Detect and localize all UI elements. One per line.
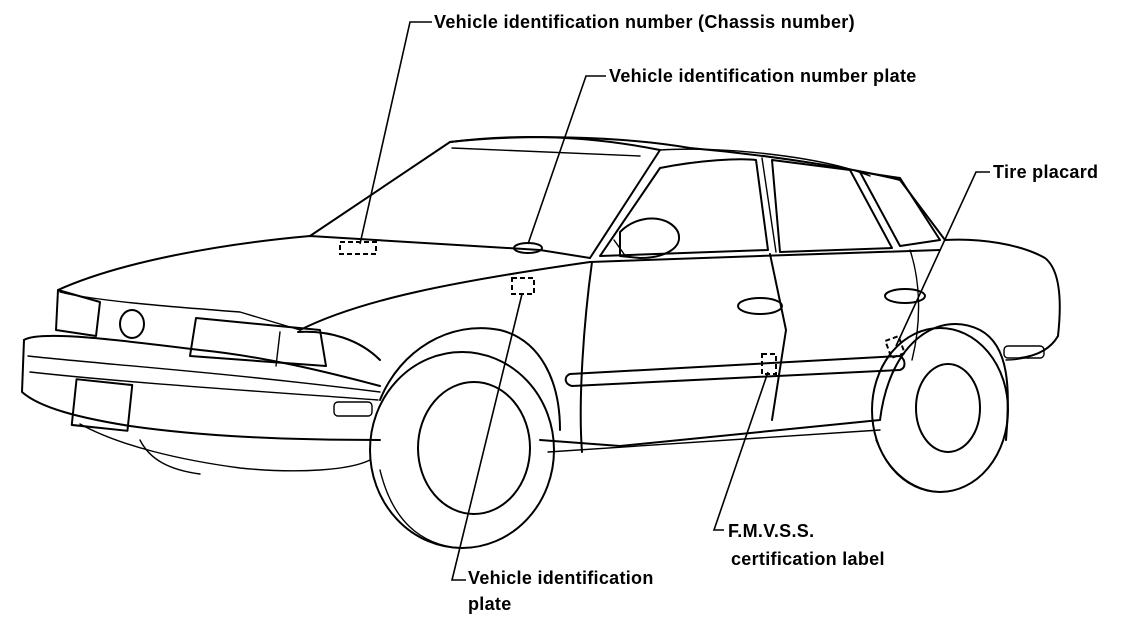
vin-chassis-mark <box>339 241 377 255</box>
label-fmvss-line2: certification label <box>731 549 885 569</box>
tire-placard-mark <box>884 334 906 360</box>
car-body <box>21 135 1061 549</box>
leader-vid-plate <box>450 293 523 581</box>
leader-fmvss <box>712 371 769 531</box>
label-vid-plate-line1: Vehicle identification <box>468 568 654 588</box>
fmvss-label-mark <box>761 353 777 375</box>
location-marks <box>339 241 906 375</box>
label-vin-plate: Vehicle identification number plate <box>609 66 917 86</box>
label-tire-placard: Tire placard <box>993 162 1099 182</box>
label-vid-plate-line2: plate <box>468 594 512 614</box>
leader-vin-plate <box>527 75 606 245</box>
leader-vin-chassis <box>359 21 432 245</box>
vid-plate-mark <box>511 277 535 295</box>
label-fmvss-line1: F.M.V.S.S. <box>728 521 815 541</box>
leader-lines <box>359 21 990 581</box>
leader-tire-placard <box>895 171 990 347</box>
label-vin-chassis: Vehicle identification number (Chassis n… <box>434 12 855 32</box>
